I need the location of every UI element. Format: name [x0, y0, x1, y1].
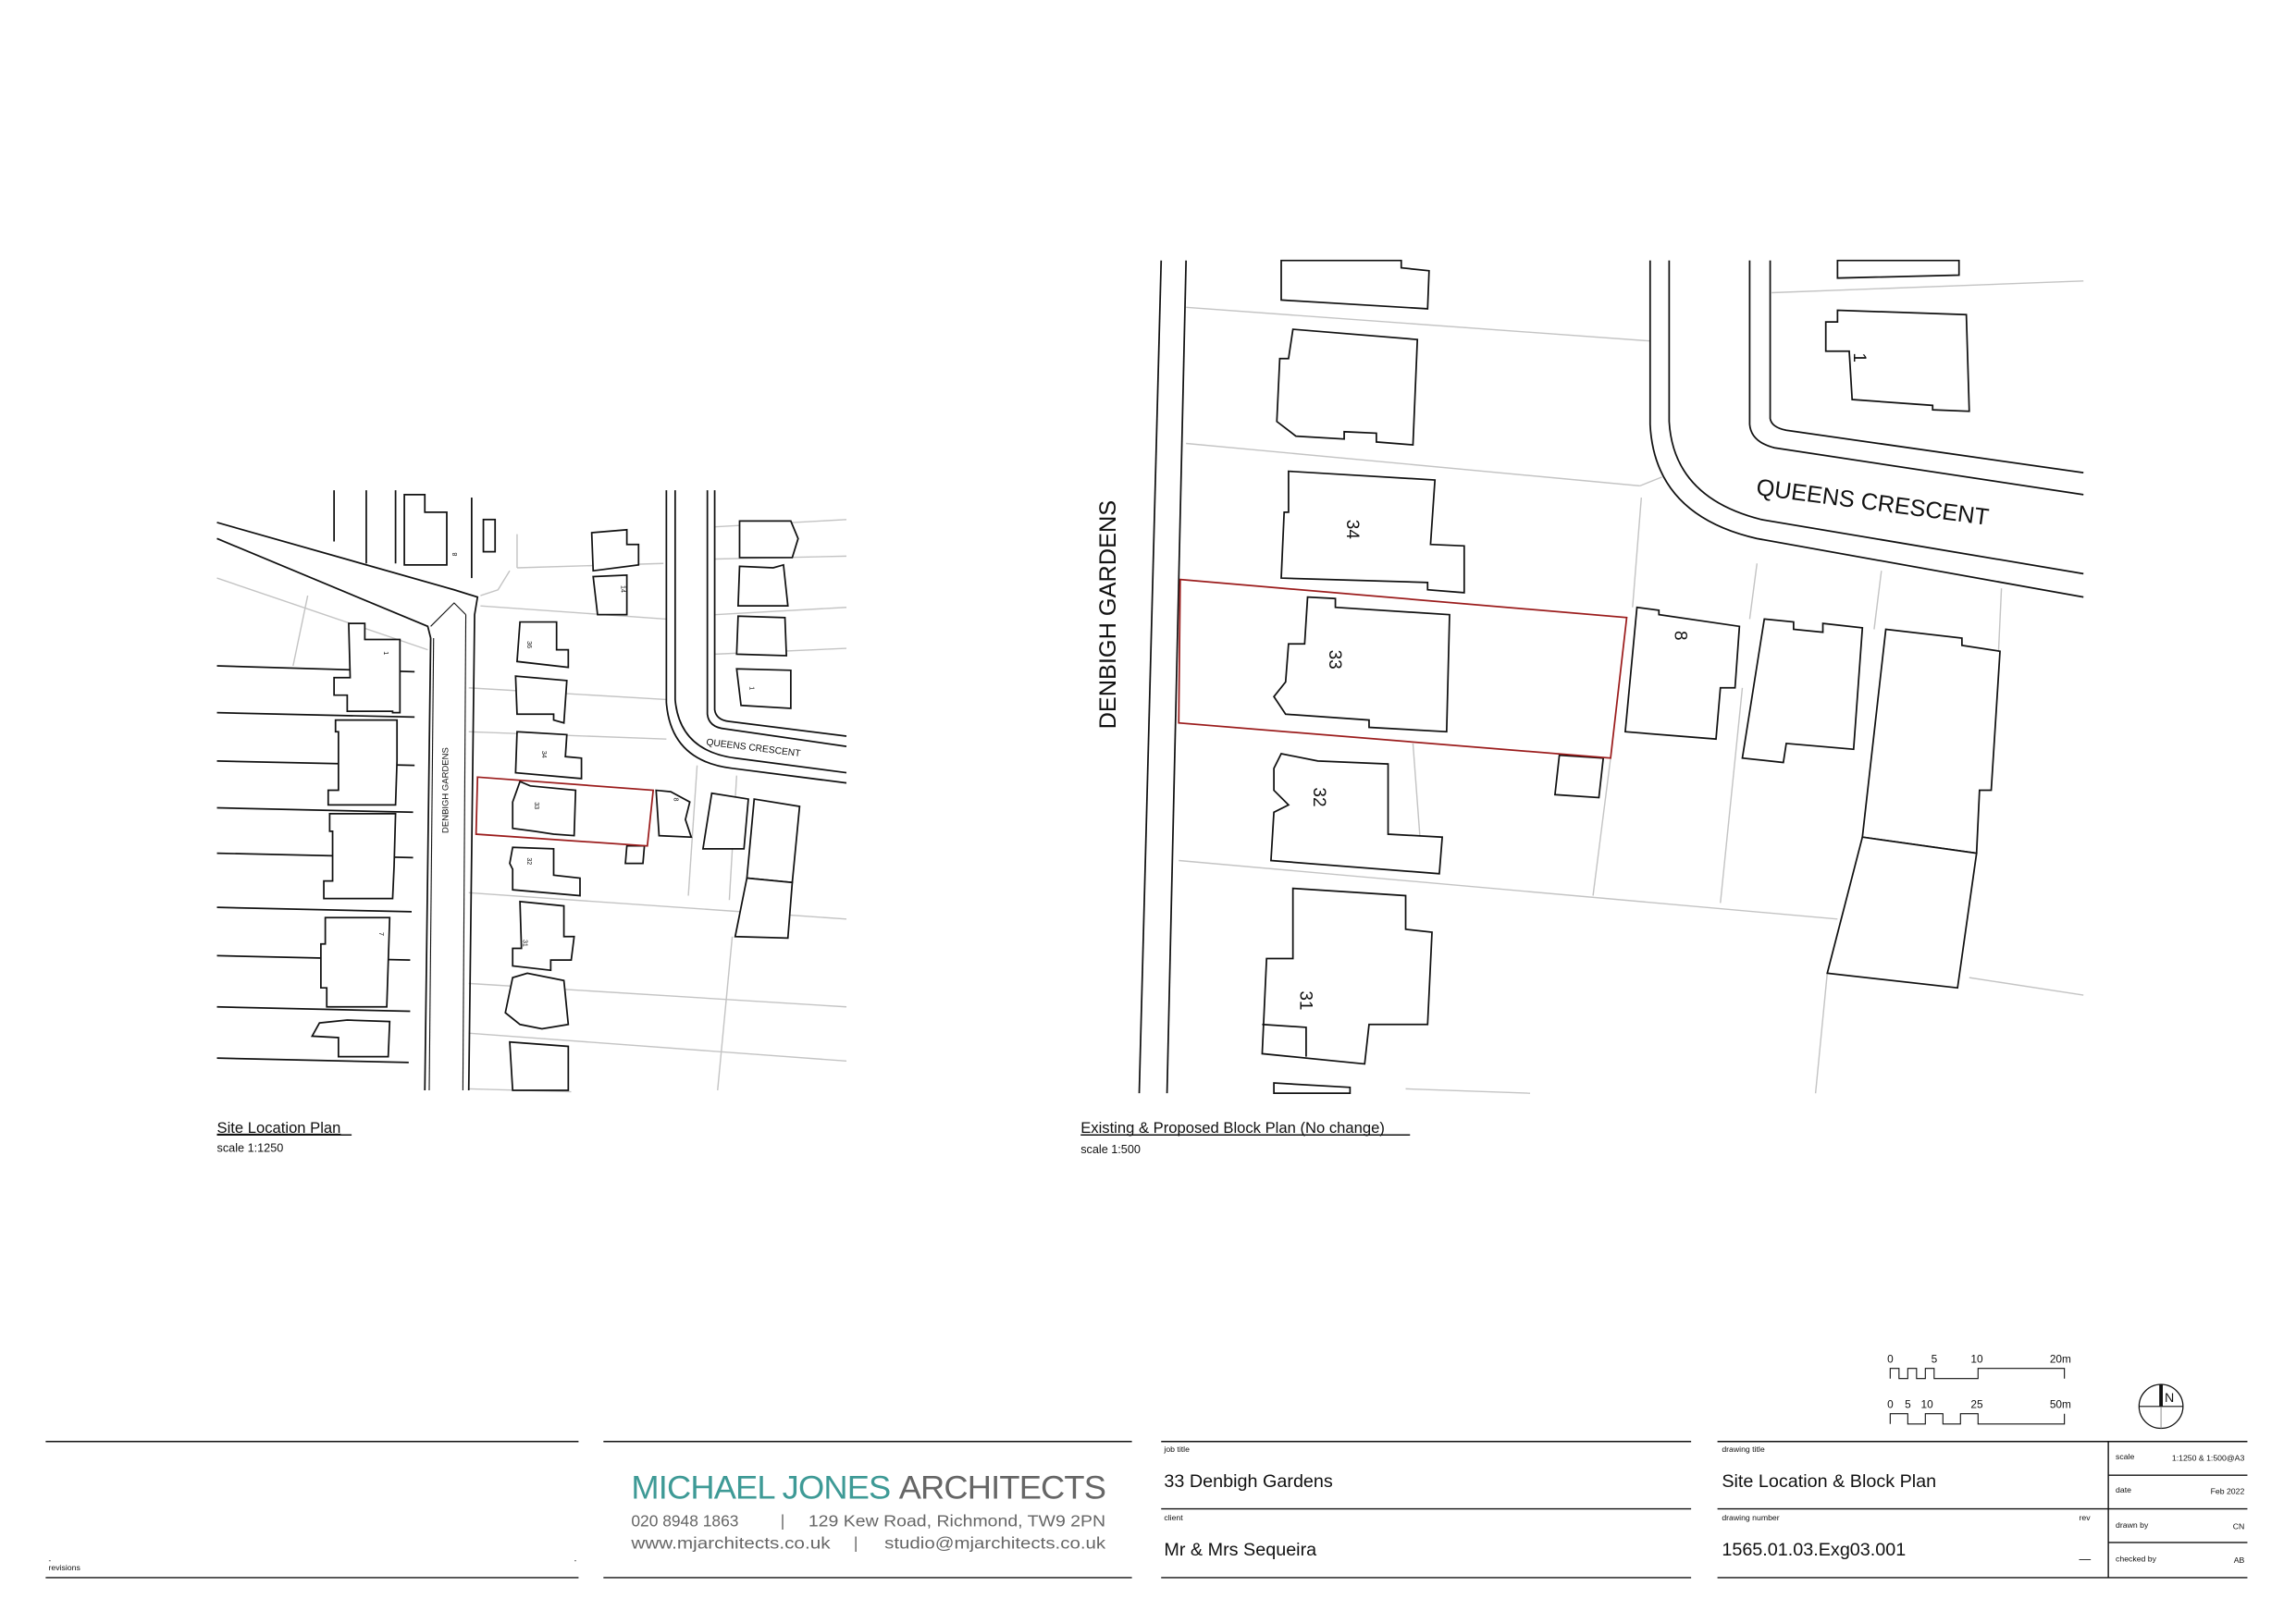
firm-website: www.mjarchitects.co.uk: [630, 1533, 831, 1552]
rev-label: rev: [2079, 1513, 2091, 1522]
firm-email: studio@mjarchitects.co.uk: [884, 1533, 1105, 1552]
svg-text:MICHAEL JONES ARCHITEC: MICHAEL JONES ARCHITECTS: [631, 1469, 1105, 1506]
house-number: 8: [1671, 631, 1690, 641]
rev-value: —: [2079, 1553, 2091, 1566]
scale-tick-label: 5: [1932, 1352, 1938, 1365]
scale-tick-label: 50m: [2050, 1397, 2071, 1410]
block-plan-scale: scale 1:500: [1080, 1143, 1141, 1156]
house-number: 32: [1309, 787, 1328, 806]
site-plan-scale: scale 1:1250: [217, 1141, 284, 1154]
firm-name-part2: ARCHITECTS: [899, 1469, 1105, 1506]
revisions-dash: -: [574, 1556, 577, 1565]
house-number: 34: [1342, 520, 1362, 539]
job-title: 33 Denbigh Gardens: [1164, 1471, 1333, 1492]
client-label: client: [1164, 1513, 1183, 1522]
house-number: 1: [382, 651, 389, 655]
site-plan-labels: 8 14 36 34 33 32 31 8 1 1 7 DENBIGH GARD…: [377, 552, 802, 947]
north-arrow-icon: N: [2138, 1383, 2184, 1430]
house-number: 1: [748, 686, 756, 690]
revisions-label: revisions: [49, 1563, 81, 1572]
title-block: - - revisions MICHAEL JONES ARCHITECTS 0…: [45, 1441, 2248, 1579]
drawn-by-label: drawn by: [2116, 1520, 2149, 1530]
drawing-title: Site Location & Block Plan: [1722, 1471, 1936, 1492]
house-number: 33: [533, 802, 540, 809]
drawing-number: 1565.01.03.Exg03.001: [1722, 1540, 1906, 1560]
revisions-dash: -: [49, 1556, 52, 1565]
house-number: 1: [1849, 352, 1869, 363]
house-number: 8: [451, 552, 459, 556]
client-name: Mr & Mrs Sequeira: [1164, 1540, 1316, 1560]
firm-phone: 020 8948 1863: [631, 1512, 738, 1531]
drawing-title-label: drawing title: [1722, 1445, 1765, 1454]
date-label: date: [2116, 1485, 2131, 1494]
scale-bar-1-500: 0 5 10 20m: [1887, 1352, 2071, 1380]
firm-address: 129 Kew Road, Richmond, TW9 2PN: [809, 1512, 1105, 1531]
road-denbigh-gardens: [216, 522, 479, 1090]
house-number: 34: [540, 751, 548, 758]
drawing-number-label: drawing number: [1722, 1513, 1779, 1522]
house-number: 7: [377, 932, 385, 936]
scale-tick-label: 5: [1905, 1397, 1911, 1410]
road-label: DENBIGH GARDENS: [1095, 500, 1121, 730]
house-number: 32: [525, 857, 533, 865]
scale-bar-1-1250: 0 5 10 25 50m: [1887, 1397, 2071, 1425]
site-location-plan: 8 14 36 34 33 32 31 8 1 1 7 DENBIGH GARD…: [216, 490, 847, 1154]
house-number: 8: [672, 797, 679, 801]
block-plan: 34 33 32 31 8 1 DENBIGH GARDENS QUEENS C…: [1080, 259, 2084, 1156]
house-number: 14: [619, 585, 626, 593]
scale-value: 1:1250 & 1:500@A3: [2172, 1453, 2245, 1462]
scale-tick-label: 0: [1887, 1397, 1894, 1410]
buildings: [310, 494, 801, 1091]
site-boundary: [1178, 578, 1628, 759]
north-label: N: [2165, 1391, 2174, 1406]
house-number: 33: [1325, 650, 1344, 670]
scale-tick-label: 0: [1887, 1352, 1894, 1365]
job-title-label: job title: [1163, 1445, 1190, 1454]
road-label: QUEENS CRESCENT: [706, 738, 802, 760]
scale-tick-label: 10: [1921, 1397, 1934, 1410]
separator: |: [781, 1512, 785, 1531]
date-value: Feb 2022: [2211, 1487, 2245, 1496]
house-number: 36: [525, 641, 533, 648]
separator: |: [854, 1533, 858, 1552]
road-label: DENBIGH GARDENS: [441, 747, 451, 833]
site-plan-title: Site Location Plan: [217, 1119, 341, 1137]
site-boundary: [475, 776, 655, 847]
scale-tick-label: 10: [1970, 1352, 1983, 1365]
checked-by-value: AB: [2234, 1555, 2245, 1565]
house-number: 31: [1296, 990, 1315, 1010]
scale-tick-label: 25: [1970, 1397, 1983, 1410]
scale-tick-label: 20m: [2050, 1352, 2071, 1365]
road-queens-crescent: [665, 490, 847, 784]
block-plan-title: Existing & Proposed Block Plan (No chang…: [1080, 1119, 1385, 1137]
buildings: [1261, 259, 2001, 1095]
firm-logo: MICHAEL JONES ARCHITECTS 020 8948 1863 |…: [630, 1469, 1106, 1552]
road-label: QUEENS CRESCENT: [1755, 474, 1991, 531]
checked-by-label: checked by: [2116, 1555, 2157, 1564]
road-denbigh-gardens: [1138, 260, 1188, 1094]
plot-boundaries: [1179, 280, 2084, 1094]
house-number: 31: [521, 940, 528, 947]
road-queens-crescent: [1648, 260, 2084, 598]
scale-label: scale: [2116, 1452, 2134, 1461]
drawn-by-value: CN: [2233, 1522, 2245, 1531]
firm-name-part1: MICHAEL JONES: [631, 1469, 890, 1506]
